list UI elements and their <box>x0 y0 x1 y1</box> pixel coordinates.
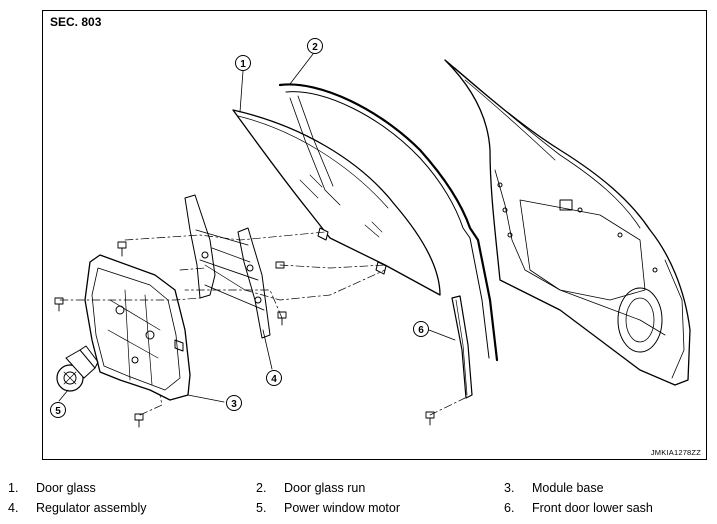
leader-lines <box>58 53 456 403</box>
legend-number: 1. <box>8 481 19 495</box>
door-glass-run <box>278 83 499 362</box>
door-glass <box>232 109 441 296</box>
legend-text: Door glass <box>36 481 96 495</box>
legend-text: Front door lower sash <box>532 501 653 515</box>
callout-5-label: 5 <box>55 406 61 417</box>
callout-4: 4 <box>266 370 282 386</box>
callout-3-label: 3 <box>231 399 237 410</box>
front-door-panel <box>444 59 691 386</box>
callout-1: 1 <box>235 55 251 71</box>
legend-text: Module base <box>532 481 604 495</box>
callout-2-label: 2 <box>312 42 318 53</box>
callout-2: 2 <box>307 38 323 54</box>
legend-number: 5. <box>256 501 267 515</box>
legend-text: Door glass run <box>284 481 366 495</box>
legend-number: 4. <box>8 501 19 515</box>
callout-4-label: 4 <box>271 374 277 385</box>
bolts <box>54 241 435 428</box>
front-door-lower-sash <box>451 295 473 399</box>
callout-6-label: 6 <box>418 325 424 336</box>
module-base <box>84 254 191 401</box>
callout-6: 6 <box>413 321 429 337</box>
callout-1-label: 1 <box>240 59 246 70</box>
section-label: SEC. 803 <box>50 15 102 29</box>
legend-text: Power window motor <box>284 501 401 515</box>
legend-number: 2. <box>256 481 267 495</box>
callout-5: 5 <box>50 402 66 418</box>
power-window-motor <box>56 345 99 392</box>
legend-number: 6. <box>504 501 515 515</box>
figure-code: JMKIA1278ZZ <box>650 448 701 457</box>
legend-number: 3. <box>504 481 515 495</box>
regulator-assembly <box>184 194 271 339</box>
callout-3: 3 <box>226 395 242 411</box>
alignment-lines <box>59 231 466 416</box>
legend-text: Regulator assembly <box>36 501 147 515</box>
